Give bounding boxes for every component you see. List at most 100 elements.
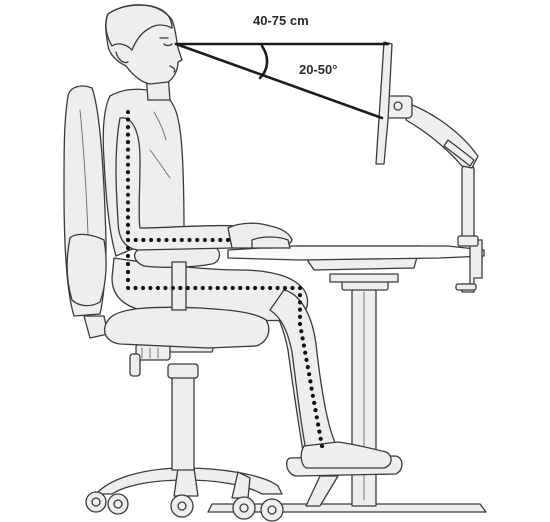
caster <box>85 491 107 513</box>
posture-dot <box>310 393 315 398</box>
posture-dot <box>290 285 295 291</box>
posture-dot <box>179 237 184 243</box>
posture-dot <box>268 285 273 291</box>
caster <box>260 498 284 522</box>
posture-dot <box>125 261 131 267</box>
posture-dot <box>125 277 131 283</box>
mouse <box>251 236 291 249</box>
posture-dot <box>125 170 131 175</box>
posture-dot <box>125 237 131 243</box>
posture-dot <box>308 379 313 384</box>
posture-dot <box>317 429 322 434</box>
posture-dot <box>178 285 183 291</box>
posture-dot <box>125 185 131 190</box>
chair-base <box>95 467 283 495</box>
posture-dot <box>260 285 265 291</box>
posture-dot <box>200 285 205 291</box>
posture-dot <box>163 285 168 291</box>
posture-dot <box>208 285 213 291</box>
posture-dot <box>133 285 138 291</box>
caster <box>232 496 256 520</box>
hair <box>105 4 173 51</box>
posture-dot <box>297 285 303 291</box>
posture-dot <box>125 117 131 122</box>
viewing-distance-label: 40-75 cm <box>253 13 309 28</box>
posture-dot <box>215 285 220 291</box>
posture-dot <box>125 285 131 291</box>
posture-dot <box>299 329 304 334</box>
monitor <box>375 41 393 165</box>
posture-dot <box>125 200 131 205</box>
posture-dot <box>300 336 305 341</box>
posture-dot <box>297 314 303 319</box>
posture-dot <box>282 285 288 291</box>
posture-dot <box>223 285 228 291</box>
posture-dot <box>125 147 131 152</box>
posture-dot <box>304 357 309 362</box>
posture-dot <box>125 155 131 160</box>
seated-person <box>102 4 403 507</box>
caster <box>107 493 129 515</box>
posture-dot <box>125 207 131 212</box>
office-chair <box>63 85 284 522</box>
posture-dot <box>230 285 235 291</box>
posture-dot <box>164 237 169 243</box>
posture-dot <box>125 177 131 182</box>
posture-dot <box>193 285 198 291</box>
shoe <box>300 441 392 469</box>
posture-dot <box>301 343 306 348</box>
posture-guide-dots <box>125 109 325 449</box>
posture-dot <box>316 422 321 427</box>
posture-dot <box>185 285 190 291</box>
posture-dot <box>307 372 312 377</box>
posture-dot <box>225 237 231 243</box>
posture-dot <box>141 237 146 243</box>
lumbar-support <box>66 233 107 307</box>
posture-dot <box>125 140 131 145</box>
posture-dot <box>172 237 177 243</box>
posture-dot <box>245 285 250 291</box>
desk-top <box>227 245 485 261</box>
posture-dot <box>133 237 138 243</box>
posture-dot <box>309 386 314 391</box>
posture-dot <box>125 269 131 275</box>
posture-dot <box>312 400 317 405</box>
sightlines <box>174 42 390 120</box>
posture-dot <box>148 285 153 291</box>
posture-dot <box>125 222 131 227</box>
posture-dot <box>275 285 280 291</box>
posture-dot <box>314 415 319 420</box>
posture-dot <box>305 365 310 370</box>
monitor-arm <box>385 95 479 247</box>
posture-dot <box>297 307 303 312</box>
posture-dot <box>125 215 131 220</box>
posture-dot <box>202 237 207 243</box>
angle-arc <box>258 44 269 80</box>
posture-dot <box>156 237 161 243</box>
posture-dot <box>155 285 160 291</box>
posture-dot <box>297 293 303 298</box>
posture-dot <box>195 237 200 243</box>
posture-dot <box>140 285 146 291</box>
posture-dot <box>297 300 303 305</box>
posture-dot <box>210 237 215 243</box>
posture-dot <box>187 237 192 243</box>
posture-dot <box>218 237 223 243</box>
posture-dot <box>319 443 325 449</box>
viewing-angle-label: 20-50° <box>299 62 337 77</box>
posture-dot <box>125 253 131 259</box>
posture-dot <box>125 162 131 167</box>
caster <box>170 494 194 518</box>
posture-dot <box>253 285 258 291</box>
posture-dot <box>125 230 131 235</box>
posture-dot <box>125 109 131 115</box>
posture-dot <box>149 237 154 243</box>
posture-dot <box>170 285 175 291</box>
posture-dot <box>125 132 131 137</box>
posture-dot <box>318 436 323 441</box>
angled-sightline <box>174 42 384 120</box>
posture-dot <box>125 192 131 197</box>
posture-dot <box>125 245 131 251</box>
chair-seat <box>103 306 270 349</box>
